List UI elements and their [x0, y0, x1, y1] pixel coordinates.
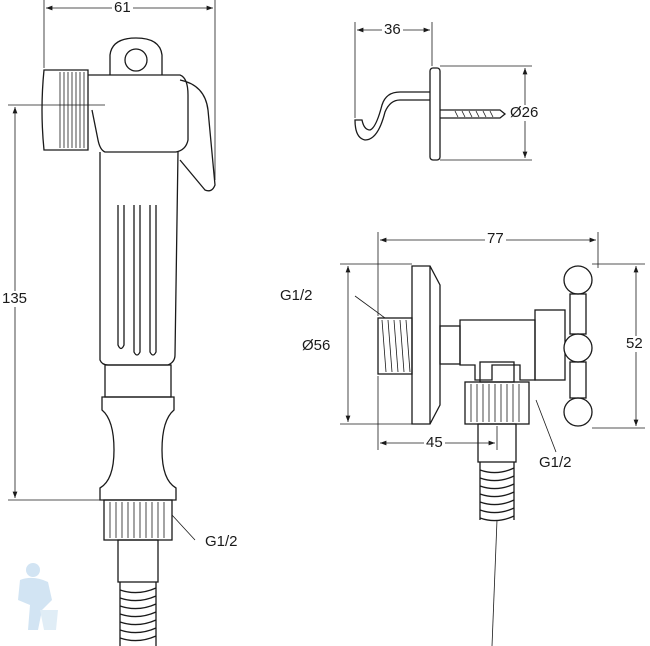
valve-height-label: 52 [624, 335, 645, 352]
handset-thread-label: G1/2 [203, 533, 240, 550]
holder-dimensions [354, 22, 532, 161]
valve-dimensions [340, 232, 645, 453]
plumber-logo [18, 563, 58, 630]
valve-outlet-offset-label: 45 [424, 434, 445, 451]
handset-height-label: 135 [0, 290, 30, 307]
angle-valve [377, 265, 593, 646]
valve-length-label: 77 [485, 230, 506, 247]
hand-shower [41, 37, 216, 646]
valve-outlet-thread-label: G1/2 [537, 454, 574, 471]
valve-flange-diameter-label: Ø56 [300, 337, 333, 354]
holder-depth-label: 36 [382, 21, 403, 38]
holder-diameter-label: Ø26 [508, 104, 541, 121]
valve-inlet-thread-label: G1/2 [278, 287, 315, 304]
wall-holder [354, 67, 507, 161]
handset-width-label: 61 [112, 0, 133, 16]
